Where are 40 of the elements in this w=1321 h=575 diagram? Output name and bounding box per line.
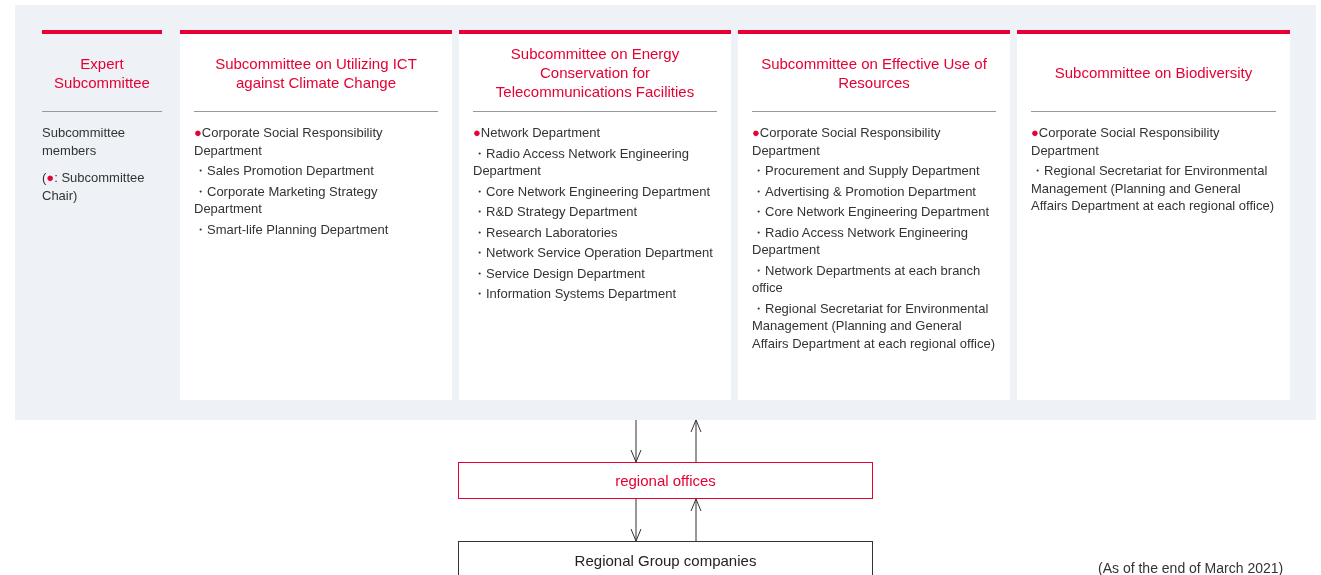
member-text: ・Core Network Engineering Department (473, 182, 711, 200)
organization-box: Regional Group companies (458, 541, 873, 575)
member-text: ・Information Systems Department (473, 285, 678, 303)
member-text: ・Sales Promotion Department (194, 162, 375, 180)
member-text: ・Network Departments at each branch office (752, 261, 982, 297)
arrow (690, 419, 702, 463)
member-text: ・Regional Secretariat for Environmental Management (Planning and General Affairs Department at each regional office) (752, 299, 996, 352)
subcommittee-heading: Subcommittee on Energy Conservation for Telecommunications Facilities (473, 34, 717, 112)
member-text: ・Advertising & Promotion Department (752, 182, 977, 200)
subcommittee-heading: Expert Subcommittee (42, 34, 162, 112)
member-text: ●Network Department (473, 124, 602, 142)
member-text: ・Core Network Engineering Department (752, 203, 990, 221)
arrow (630, 419, 642, 463)
member-text: ●Corporate Social Responsibility Department (194, 124, 384, 159)
member-text: ・Smart-life Planning Department (194, 220, 390, 238)
member-text: ・Regional Secretariat for Environmental Management (Planning and General Affairs Department at each regional office) (1031, 162, 1276, 215)
subcommittee-panel (459, 30, 731, 400)
member-text: Subcommittee members (42, 124, 127, 159)
member-text: ・Procurement and Supply Department (752, 162, 981, 180)
member-text: ・Network Service Operation Department (473, 244, 714, 262)
arrow (690, 498, 702, 542)
subcommittee-heading: Subcommittee on Biodiversity (1031, 34, 1276, 112)
committee-band (15, 5, 1316, 420)
subcommittee-panel (180, 30, 452, 400)
member-text: ・Service Design Department (473, 264, 646, 282)
member-text: ●Corporate Social Responsibility Department (752, 124, 942, 159)
subcommittee-panel (738, 30, 1010, 400)
member-text: ・Research Laboratories (473, 223, 619, 241)
member-text: ・Radio Access Network Engineering Department (473, 144, 691, 180)
date-note: (As of the end of March 2021) (1098, 560, 1284, 575)
member-text: ●Corporate Social Responsibility Department (1031, 124, 1221, 159)
subcommittee-heading: Subcommittee on Utilizing ICT against Climate Change (194, 34, 438, 112)
organization-box: regional offices (458, 462, 873, 499)
member-text: ・Corporate Marketing Strategy Department (194, 182, 379, 218)
member-text: ・R&D Strategy Department (473, 203, 638, 221)
subcommittee-panel (1017, 30, 1290, 400)
member-text: (●: Subcommittee Chair) (42, 169, 146, 204)
member-text: ・Radio Access Network Engineering Department (752, 223, 970, 259)
arrow (630, 498, 642, 542)
subcommittee-heading: Subcommittee on Effective Use of Resources (752, 34, 996, 112)
